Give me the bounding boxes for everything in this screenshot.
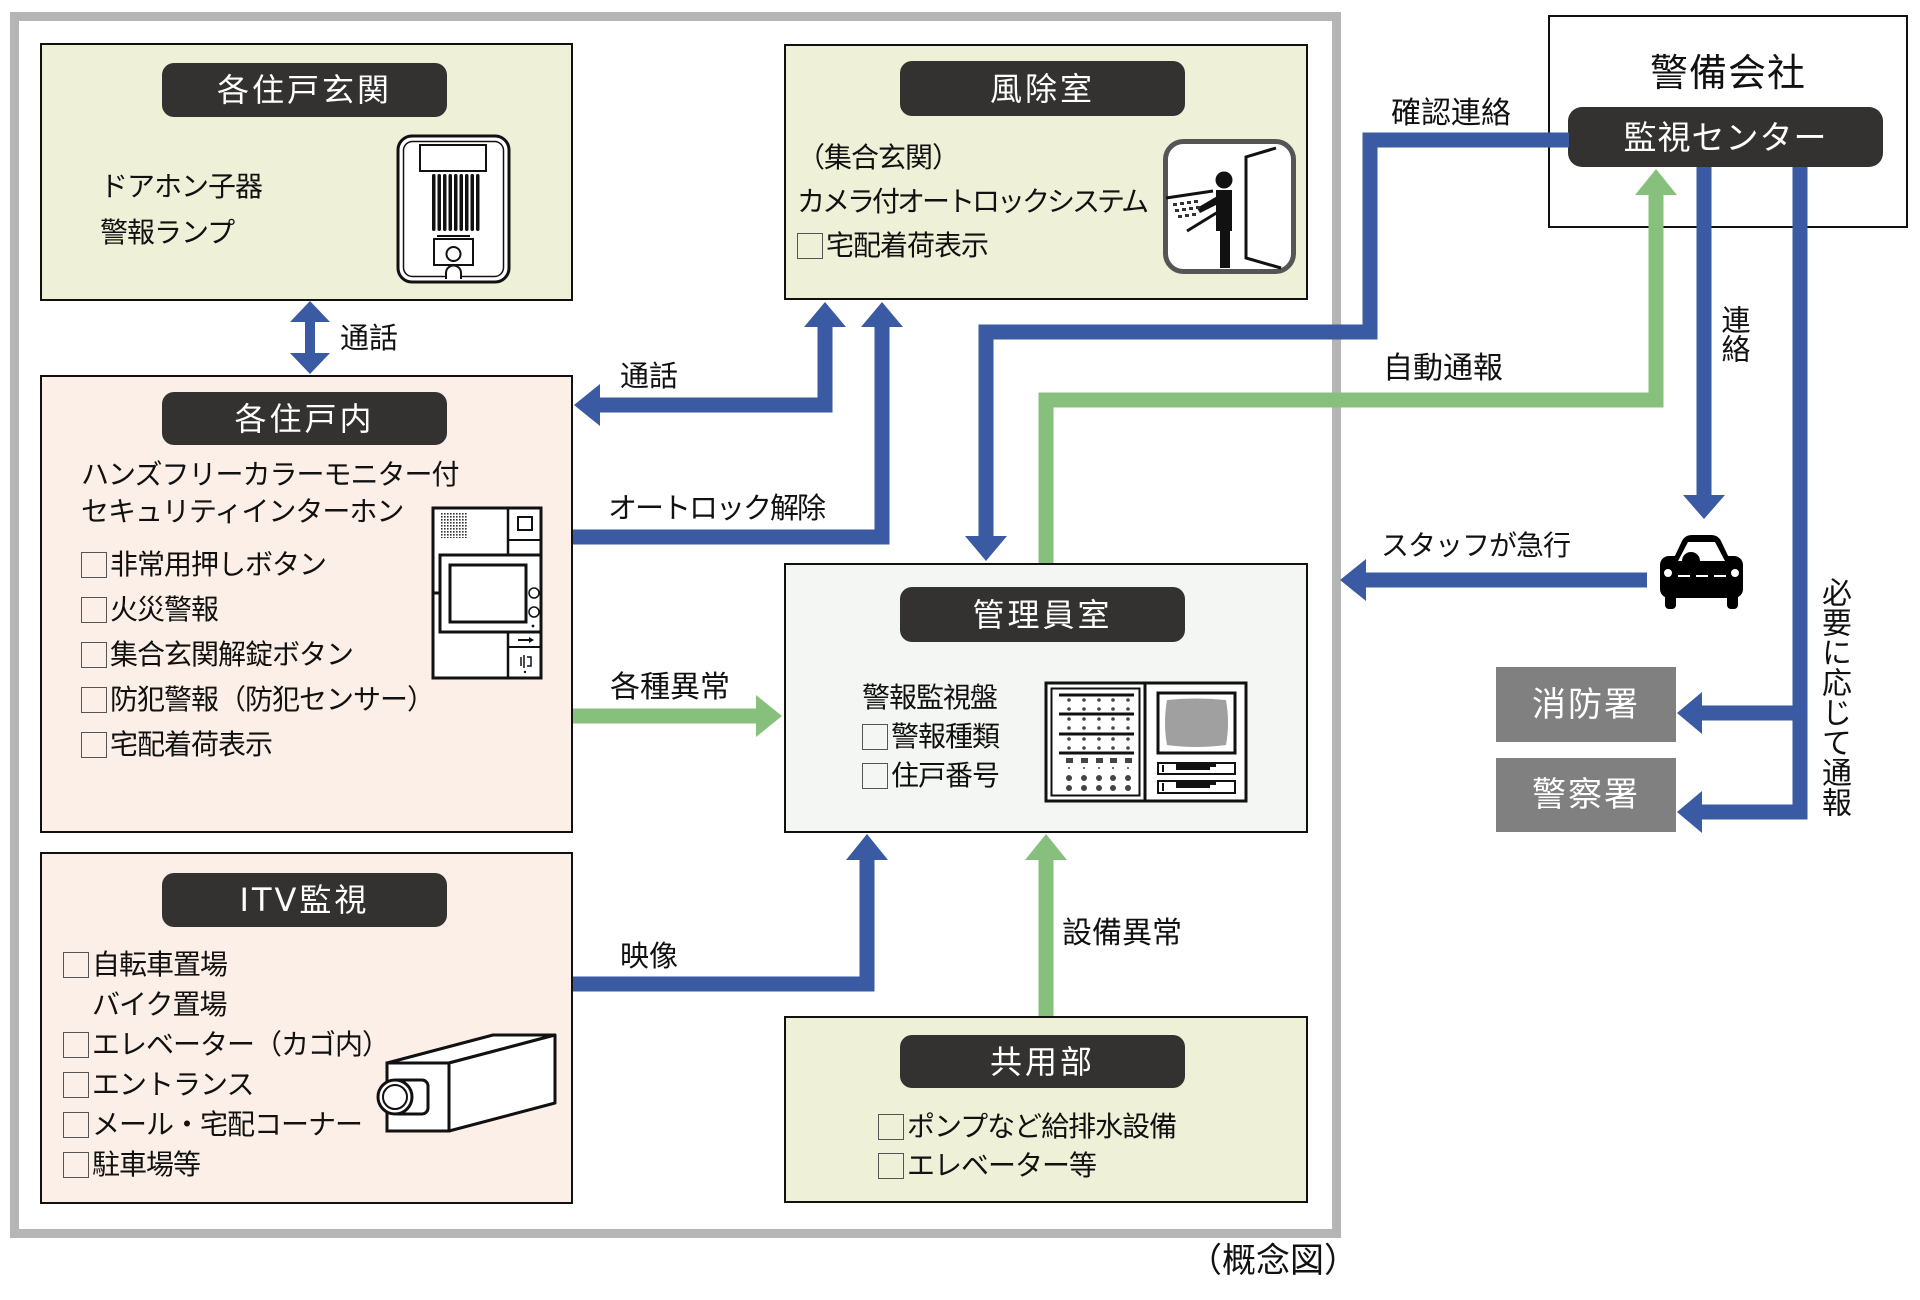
checkbox-icon [63,1072,89,1098]
windbreak-line: （集合玄関） [797,141,960,174]
itv-item: エントランス [63,1065,389,1105]
interior-box: 各住戸内 ハンズフリーカラーモニター付 セキュリティインターホン 非常用押しボタ… [40,375,573,833]
interior-checklist: 非常用押しボタン 火災警報 集合玄関解錠ボタン 防犯警報（防犯センサー） 宅配着… [81,542,435,767]
checkbox-icon [878,1114,904,1140]
itv-box: ITV監視 自転車置場 バイク置場 エレベーター（カゴ内） エントランス メール… [40,852,573,1204]
entrance-line: ドアホン子器 [100,170,263,203]
checklist-item: 住戸番号 [862,756,1000,795]
itv-item-label: 駐車場等 [92,1148,201,1181]
checklist-label: 火災警報 [110,593,219,626]
manager-room-text: 警報監視盤 警報種類 住戸番号 [862,678,1000,795]
diagram-caption: （概念図） [1188,1241,1358,1281]
label-auto-report: 自動通報 [1383,351,1503,386]
itv-item: バイク置場 [63,985,389,1025]
entrance-title: 各住戸玄関 [162,63,447,117]
checklist-item: 宅配着荷表示 [81,722,434,767]
itv-item-label: エントランス [92,1068,254,1101]
label-interior-alarms: 各種異常 [610,670,730,705]
interior-line: ハンズフリーカラーモニター付 [81,458,459,491]
staff-dispatch-arrow [1340,559,1647,601]
itv-item: 駐車場等 [63,1145,389,1185]
itv-item-label: メール・宅配コーナー [92,1108,363,1141]
security-company-box: 警備会社 監視センター [1548,15,1908,228]
checkbox-icon [63,1032,89,1058]
label-staff-dispatch: スタッフが急行 [1381,529,1571,562]
entrance-text: ドアホン子器 警報ランプ [100,164,263,256]
call-arrow-windbreak-interior [574,302,846,426]
label-dispatch-contact: 連絡 [1717,305,1751,363]
entrance-line: 警報ランプ [100,216,235,249]
fire-department-box: 消防署 [1496,667,1676,742]
windbreak-line: カメラ付オートロックシステム [797,185,1149,218]
itv-item-label: 自転車置場 [92,948,228,981]
checklist-item: ポンプなど給排水設備 [878,1107,1177,1146]
checklist-item: エレベーター等 [878,1146,1176,1185]
checklist-label: 宅配着荷表示 [110,728,273,761]
label-windbreak-interior-call: 通話 [620,359,679,393]
label-autolock-release: オートロック解除 [608,491,826,525]
checklist-item: 宅配着荷表示 [797,224,1146,268]
windbreak-text: （集合玄関） カメラ付オートロックシステム 宅配着荷表示 [797,136,1149,268]
manager-room-box: 管理員室 警報監視盤 警報種類 住戸番号 [784,563,1308,833]
checklist-label: 非常用押しボタン [110,548,327,581]
checkbox-icon [81,552,107,578]
itv-item-label: バイク置場 [92,988,227,1021]
itv-item: メール・宅配コーナー [63,1105,389,1145]
checkbox-icon [81,732,107,758]
interior-line: セキュリティインターホン [81,495,404,528]
interior-intro: ハンズフリーカラーモニター付 セキュリティインターホン [81,456,459,530]
checkbox-icon [63,1152,89,1178]
windbreak-title: 風除室 [900,61,1185,116]
interior-title: 各住戸内 [162,392,447,445]
checklist-label: 警報種類 [891,720,1000,753]
car-icon [1660,535,1743,609]
call-arrow-entrance-interior [290,301,330,374]
checklist-label: 宅配着荷表示 [826,229,989,262]
common-area-title: 共用部 [900,1035,1185,1088]
police-station-box: 警察署 [1496,758,1676,832]
checkbox-icon [63,1112,89,1138]
itv-item-label: エレベーター（カゴ内） [92,1028,390,1061]
checkbox-icon [81,687,107,713]
checkbox-icon [81,642,107,668]
checklist-item: 防犯警報（防犯センサー） [81,677,435,722]
common-area-box: 共用部 ポンプなど給排水設備 エレベーター等 [784,1016,1308,1203]
manager-room-line: 警報監視盤 [862,681,998,714]
itv-item: エレベーター（カゴ内） [63,1025,390,1065]
checklist-item: 火災警報 [81,587,434,632]
checklist-label: 防犯警報（防犯センサー） [110,683,435,716]
checkbox-icon [63,952,89,978]
entrance-box: 各住戸玄関 ドアホン子器 警報ランプ [40,43,573,301]
checklist-item: 非常用押しボタン [81,542,434,587]
windbreak-box: 風除室 （集合玄関） カメラ付オートロックシステム 宅配着荷表示 [784,44,1308,300]
label-itv-video: 映像 [620,939,679,973]
itv-list: 自転車置場 バイク置場 エレベーター（カゴ内） エントランス メール・宅配コーナ… [63,945,390,1185]
checkbox-icon [862,724,888,750]
equipment-alarm-arrow [1025,834,1067,1016]
checklist-label: エレベーター等 [907,1149,1097,1182]
checklist-label: 住戸番号 [891,759,1000,792]
manager-room-title: 管理員室 [900,587,1185,642]
label-confirmation-contact: 確認連絡 [1391,96,1511,131]
security-company-title: 警備会社 [1649,51,1806,95]
checkbox-icon [81,597,107,623]
checkbox-icon [862,763,888,789]
checklist-label: ポンプなど給排水設備 [907,1110,1177,1143]
checkbox-icon [797,233,823,259]
label-entrance-interior-call: 通話 [340,321,399,355]
itv-title: ITV監視 [162,873,447,927]
checklist-item: 集合玄関解錠ボタン [81,632,434,677]
itv-item: 自転車置場 [63,945,389,985]
label-report-as-needed: 必要に応じて通報 [1816,577,1851,817]
common-area-checklist: ポンプなど給排水設備 エレベーター等 [878,1107,1177,1185]
report-as-needed-arrow [1677,167,1808,833]
checkbox-icon [878,1153,904,1179]
monitoring-center: 監視センター [1568,107,1883,167]
label-equipment-alarm: 設備異常 [1062,916,1182,951]
checklist-label: 集合玄関解錠ボタン [110,638,354,671]
checklist-item: 警報種類 [862,717,1000,756]
